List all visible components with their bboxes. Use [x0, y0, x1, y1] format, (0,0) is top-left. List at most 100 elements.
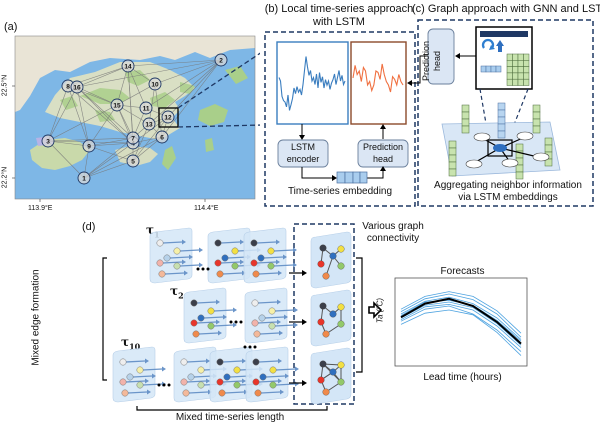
temporal-edge-arrowhead	[284, 314, 288, 320]
temporal-edge-arrowhead	[216, 319, 220, 325]
sensor-node	[269, 381, 277, 389]
temporal-edge-arrowhead	[199, 262, 203, 268]
green-hills	[60, 70, 195, 122]
station-edge	[83, 142, 134, 179]
sensor-node	[187, 373, 195, 381]
edge-formation-bracket	[102, 257, 107, 381]
graph-node	[322, 272, 330, 280]
sensor-node	[136, 381, 144, 389]
temporal-edge-arrowhead	[278, 270, 282, 276]
temporal-edge	[264, 316, 285, 319]
temporal-edge-arrowhead	[233, 307, 237, 313]
temporal-edge	[273, 249, 294, 252]
temporal-edge-arrowhead	[147, 389, 151, 395]
station-node-13: 13	[142, 117, 156, 131]
history-series-line	[278, 56, 346, 111]
sensor-node	[156, 239, 164, 247]
station-edge	[88, 142, 134, 147]
temporal-edge	[222, 272, 243, 275]
panel-c-caption-2: via LSTM embeddings	[458, 192, 558, 203]
funnel-right	[509, 88, 529, 136]
station-id-label: 12	[164, 115, 172, 122]
temporal-edge-arrowhead	[295, 381, 299, 387]
sensor-node	[268, 307, 276, 315]
ellipsis-dots	[243, 345, 257, 349]
ellipsis-dots	[229, 320, 243, 324]
time-slice-card	[243, 227, 287, 284]
lat-label-22-5: 22.5°N	[1, 74, 9, 97]
graph-nodes	[465, 131, 550, 169]
station-node-14: 14	[121, 59, 135, 73]
temporal-edge	[169, 256, 190, 259]
graph-node	[337, 262, 345, 270]
recurrent-loop-icon	[481, 38, 495, 49]
sensor-node	[214, 239, 222, 247]
station-map: 12345678910111213141516	[12, 35, 260, 202]
station-12-highlight-box	[158, 107, 179, 128]
temporal-edge-arrowhead	[285, 373, 289, 379]
station-id-label: 14	[124, 64, 132, 71]
sensor-node	[197, 381, 205, 389]
time-slice-card	[149, 227, 193, 284]
temporal-edge-arrowhead	[184, 270, 188, 276]
arrow-encoder-to-embedding	[301, 167, 333, 179]
temporal-edge-arrowhead	[145, 358, 149, 364]
temporal-edge	[257, 321, 278, 324]
gnn-header-bar	[480, 31, 528, 37]
station-node-15: 15	[110, 98, 124, 112]
temporal-edge	[275, 368, 296, 371]
station-edge	[47, 140, 85, 179]
temporal-edge	[125, 360, 146, 363]
graph-node	[329, 252, 337, 260]
graph-head-label-2: head	[432, 50, 442, 72]
temporal-edge	[274, 324, 295, 327]
temporal-edge-arrowhead	[293, 262, 297, 268]
station-node-7: 7	[126, 131, 140, 145]
sensor-node	[257, 254, 265, 262]
graph-node	[329, 368, 337, 376]
tau-2-symbol: τ	[170, 284, 179, 298]
sensor-node	[197, 366, 205, 374]
sensor-node	[156, 259, 164, 267]
station-edge	[148, 59, 222, 125]
station-edge	[47, 86, 78, 142]
sensor-node	[192, 330, 200, 338]
row-arrows	[289, 272, 303, 384]
graph-node	[317, 260, 325, 268]
mixed-length-label: Mixed time-series length	[175, 412, 285, 423]
station-edge	[47, 137, 134, 142]
station-node-2: 2	[214, 53, 228, 67]
graph-card	[310, 289, 352, 347]
lstm-encoder-label-2: encoder	[286, 154, 320, 164]
station-edge	[148, 83, 156, 125]
forecast-series-member-2	[400, 293, 522, 338]
arrow-head-left-c	[455, 53, 460, 59]
station-edge	[76, 86, 90, 147]
temporal-edge	[164, 272, 185, 275]
station-node-12: 12	[161, 110, 175, 124]
temporal-edge-arrowhead	[206, 378, 210, 384]
station-edge	[47, 104, 118, 142]
temporal-edge	[274, 309, 295, 312]
forecast-series-member-6	[400, 303, 522, 348]
station-id-label: 11	[143, 106, 150, 113]
forecast-series-line	[352, 63, 404, 93]
time-slice-card	[245, 346, 289, 403]
temporal-edge	[257, 301, 278, 304]
target-node	[493, 144, 507, 152]
zoom-connector-top	[177, 52, 260, 109]
sensor-node	[173, 262, 181, 270]
station-edge	[116, 65, 129, 106]
temporal-edge	[256, 261, 277, 264]
tau-2-label: τ2	[170, 284, 184, 301]
temporal-edge	[132, 375, 153, 378]
station-edge	[132, 123, 150, 162]
sensor-node	[197, 314, 205, 322]
temporal-edge	[213, 324, 234, 327]
temporal-edge-arrowhead	[279, 330, 283, 336]
graph-card	[310, 231, 352, 289]
station-edge	[76, 59, 222, 88]
sensor-node	[252, 270, 260, 278]
temporal-edge	[222, 360, 243, 363]
graph-node	[329, 310, 337, 318]
